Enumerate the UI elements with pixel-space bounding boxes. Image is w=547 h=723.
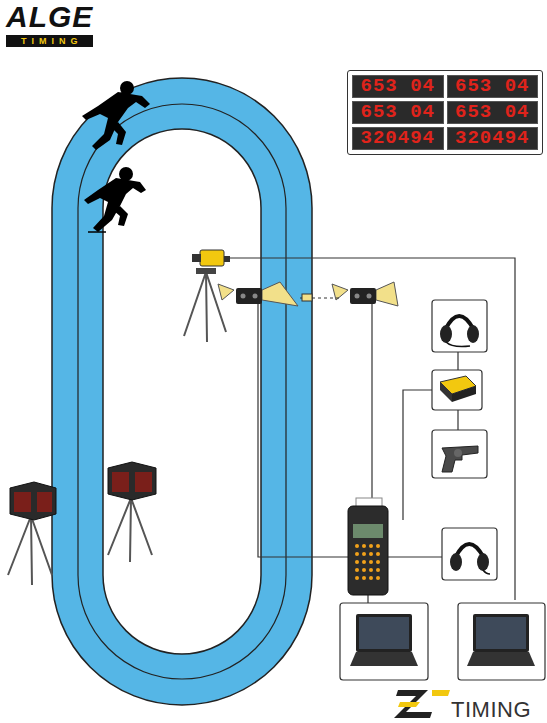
reflector [302, 294, 312, 301]
device-frame [340, 300, 545, 680]
display-digits: 320494 [447, 127, 539, 150]
skater-silhouette [82, 81, 150, 150]
display-digits: 320494 [352, 127, 444, 150]
headset [450, 544, 490, 574]
track-infield [103, 129, 261, 654]
lap-counter [108, 462, 156, 562]
display-digits: 653 04 [447, 101, 539, 124]
display-digits: 653 04 [447, 75, 539, 98]
timer-printer [348, 498, 388, 595]
laptop [467, 614, 535, 666]
start-interface [440, 376, 476, 402]
headset [440, 316, 479, 347]
brand-tagline: TIMING [6, 35, 93, 47]
zs-logo-mark [394, 690, 450, 718]
photocell [332, 282, 398, 306]
photocell [218, 282, 298, 306]
display-digits: 653 04 [352, 101, 444, 124]
lap-counter [8, 482, 56, 585]
scoreboard-panel: 653 04653 04653 04653 04320494320494 [347, 70, 543, 155]
start-pistol [442, 446, 478, 472]
wire [226, 258, 515, 603]
brand-logo: ALGE [6, 0, 93, 34]
skater-silhouette [84, 167, 146, 232]
laptop [350, 614, 418, 666]
track-lane-line [78, 104, 286, 679]
brand-logo: TIMING [451, 697, 531, 723]
track-outer [52, 78, 312, 705]
display-digits: 653 04 [352, 75, 444, 98]
